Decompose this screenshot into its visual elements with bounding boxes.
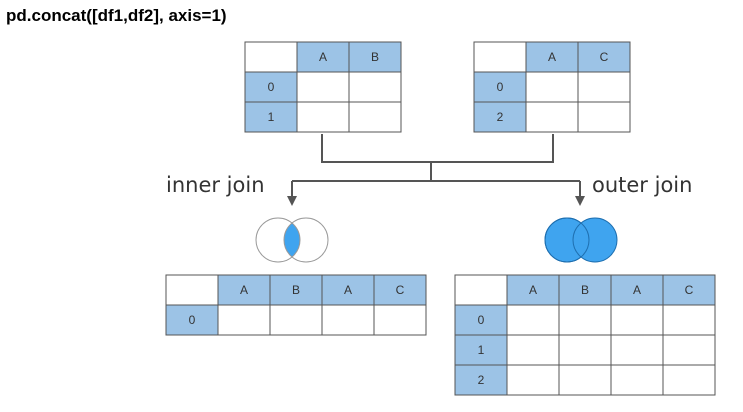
data-cell <box>558 304 612 336</box>
outer-join-result-table: A B A C 0 1 2 <box>454 274 716 396</box>
row-index-label: 2 <box>497 110 504 124</box>
df1-table: A B 0 1 <box>244 41 402 133</box>
column-header-label: C <box>396 283 405 297</box>
data-cell <box>296 71 350 103</box>
venn-intersection <box>284 218 300 262</box>
row-index-label: 1 <box>268 110 275 124</box>
column-header-label: A <box>529 283 537 297</box>
row-index-cell <box>454 304 508 336</box>
data-cell <box>558 364 612 396</box>
column-header-label: A <box>548 50 556 64</box>
venn-left-circle <box>255 217 301 263</box>
outer-arrow-head <box>575 196 585 206</box>
row-index-cell <box>473 101 527 133</box>
column-header-cell <box>662 274 716 306</box>
data-cell <box>525 71 579 103</box>
column-header-label: B <box>292 283 300 297</box>
row-index-label: 0 <box>268 80 275 94</box>
row-index-cell <box>473 71 527 103</box>
data-cell <box>662 304 716 336</box>
column-header-label: A <box>344 283 352 297</box>
data-cell <box>610 304 664 336</box>
column-header-cell <box>321 274 375 306</box>
column-header-label: A <box>240 283 248 297</box>
column-header-label: B <box>581 283 589 297</box>
row-index-label: 1 <box>478 343 485 357</box>
column-header-label: C <box>685 283 694 297</box>
column-header-label: A <box>633 283 641 297</box>
data-cell <box>348 101 402 133</box>
data-cell <box>269 304 323 336</box>
data-cell <box>506 304 560 336</box>
venn-left-outline <box>544 217 590 263</box>
inner-join-label: inner join <box>166 173 265 197</box>
data-cell <box>296 101 350 133</box>
table-corner-cell <box>454 274 508 306</box>
data-cell <box>525 101 579 133</box>
column-header-cell <box>577 41 631 73</box>
merge-connector <box>287 134 585 206</box>
data-cell <box>610 334 664 366</box>
data-cell <box>348 71 402 103</box>
data-cell <box>321 304 375 336</box>
inner-join-result-table: A B A C 0 <box>165 274 427 336</box>
page-title: pd.concat([df1,df2], axis=1) <box>6 6 227 25</box>
row-index-label: 2 <box>478 373 485 387</box>
table-corner-cell <box>244 41 298 73</box>
data-cell <box>662 334 716 366</box>
inner-arrow-head <box>287 196 297 206</box>
row-index-cell <box>454 334 508 366</box>
data-cell <box>217 304 271 336</box>
data-cell <box>610 364 664 396</box>
data-cell <box>558 334 612 366</box>
data-cell <box>662 364 716 396</box>
data-cell <box>577 71 631 103</box>
column-header-cell <box>558 274 612 306</box>
outer-join-label: outer join <box>592 173 692 197</box>
row-index-label: 0 <box>497 80 504 94</box>
data-cell <box>506 364 560 396</box>
data-cell <box>373 304 427 336</box>
venn-right-circle <box>283 217 329 263</box>
data-cell <box>506 334 560 366</box>
inner-join-venn <box>255 217 329 263</box>
data-cell <box>577 101 631 133</box>
df2-table: A C 0 2 <box>473 41 631 133</box>
column-header-label: C <box>600 50 609 64</box>
table-corner-cell <box>165 274 219 306</box>
column-header-label: B <box>371 50 379 64</box>
column-header-cell <box>217 274 271 306</box>
row-index-cell <box>165 304 219 336</box>
row-index-label: 0 <box>478 313 485 327</box>
column-header-label: A <box>319 50 327 64</box>
row-index-label: 0 <box>189 313 196 327</box>
outer-join-venn <box>544 217 618 263</box>
column-header-cell <box>506 274 560 306</box>
venn-right-circle <box>572 217 618 263</box>
table-corner-cell <box>473 41 527 73</box>
